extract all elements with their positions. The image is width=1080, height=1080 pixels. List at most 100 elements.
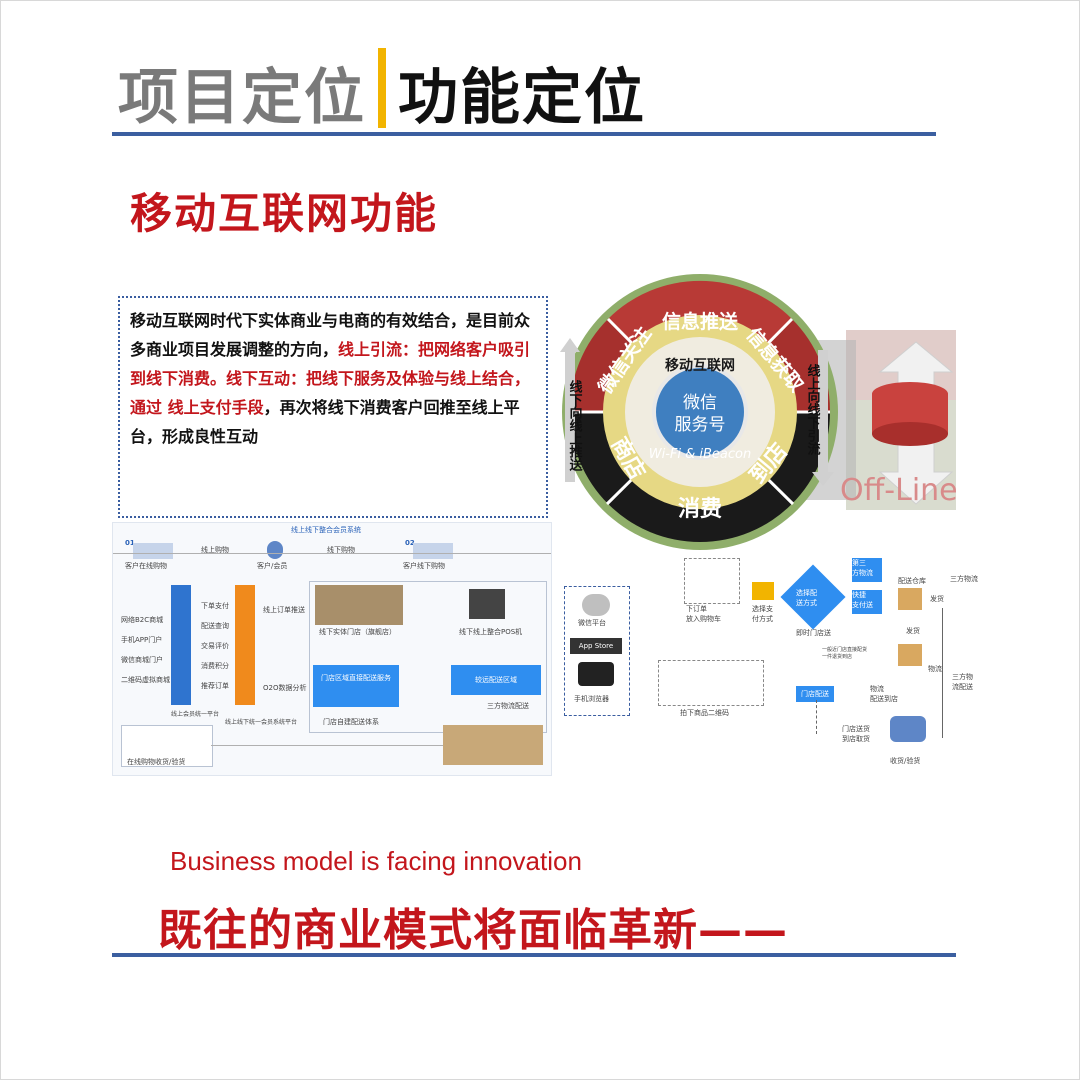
scan-label: 拍下商品二维码	[680, 709, 729, 717]
far-zone-box: 较远配送区域	[451, 665, 541, 695]
ship-label: 发货	[930, 595, 944, 603]
step-02: 02	[405, 539, 415, 547]
fast-pay-box: 快捷 支付送	[852, 590, 882, 614]
send-to-store-label: 物流 配送到店	[870, 685, 898, 703]
channel-app: 手机APP门户	[121, 636, 163, 644]
unified-member-platform-bar	[235, 585, 255, 705]
wechat-label: 微信平台	[578, 619, 606, 627]
store-caption: 线下实体门店（旗舰店）	[319, 628, 396, 636]
offline-buy-label: 线下购物	[327, 546, 355, 554]
left-arrow-label: 线下向线上推送	[567, 379, 584, 472]
right-arrow-icon	[812, 350, 834, 486]
description-highlight: 线上引流：把网络客户吸引到线下消费。线下互动：把线下服务及体验与线上结合，通过 …	[130, 340, 531, 417]
third-express-label: 三方物 流配送	[952, 673, 973, 691]
receive-label: 收货/验货	[890, 757, 921, 765]
ring-core-line1: 微信	[683, 393, 717, 413]
entry-channels-box	[564, 586, 630, 716]
store-panel	[309, 581, 547, 733]
pickup-label: 门店送货 到店取货	[842, 725, 870, 743]
title-function-positioning: 功能定位	[398, 63, 646, 133]
flow-connector	[113, 553, 551, 554]
description-text-end: ，再次将线下消费客户回推至线上平台，形成良性互动	[130, 398, 520, 446]
description-text: 移动互联网时代下实体商业与电商的有效结合，是目前众多商业项目发展调整的方向，	[130, 311, 531, 359]
op-points: 消费积分	[201, 662, 229, 670]
online-shopper-icon	[133, 543, 173, 559]
database-bottom-icon	[872, 422, 948, 446]
mobile-icon	[578, 662, 614, 686]
ring-label-push: 信息推送	[662, 310, 739, 333]
app-store-badge: App Store	[570, 638, 622, 654]
flow-connector	[211, 745, 443, 746]
ring-core	[652, 364, 748, 460]
instant-store-label: 即时门店送	[796, 629, 831, 637]
member-icon	[267, 541, 283, 559]
flow-connector	[942, 608, 943, 738]
receive-box	[121, 725, 213, 767]
op-online-push: 线上订单推送	[263, 606, 305, 614]
store-zone-box: 门店区域直接配送服务	[313, 665, 399, 707]
op-o2o-analysis: O2O数据分析	[263, 684, 307, 692]
channel-b2c: 网络B2C商城	[121, 616, 164, 624]
title-divider	[378, 48, 386, 128]
flow-diagram-right: 微信平台 App Store 手机浏览器 下订单 放入购物车 拍下商品二维码 选…	[560, 548, 980, 788]
customer-offline-label: 客户线下购物	[403, 562, 445, 570]
step-01: 01	[125, 539, 135, 547]
warehouse-label: 配送仓库	[898, 577, 926, 585]
section-subtitle: 移动互联网功能	[130, 189, 439, 238]
header-rule	[112, 132, 936, 136]
channel-wechat: 微信商城门户	[121, 656, 163, 664]
flow-diagram-left: 线上线下整合会员系统 01 客户在线购物 线上购物 客户/会员 线下购物 02 …	[112, 522, 552, 776]
channel-qr: 二维码虚拟商城	[121, 676, 170, 684]
third-party-label: 三方物流配送	[487, 702, 529, 710]
ring-middle-yellow	[603, 315, 797, 509]
op-recommend: 推荐订单	[201, 682, 229, 690]
store-delivery-box: 门店配送	[796, 686, 834, 702]
ring-middle-label: 移动互联网	[665, 357, 735, 374]
ship-label-2: 发货	[906, 627, 920, 635]
logistics-label: 物流	[928, 665, 942, 673]
flow-left-title: 线上线下整合会员系统	[291, 526, 361, 534]
offline-shopper-icon	[413, 543, 453, 559]
ring-core-line2: 服务号	[675, 415, 726, 435]
store-system-label: 门店自建配送体系	[323, 718, 379, 726]
delivery-choice-label: 选择配 送方式	[796, 589, 817, 607]
warehouse-icon	[898, 588, 922, 610]
flow-connector	[816, 700, 818, 734]
ring-label-consume: 消费	[678, 497, 722, 522]
op-order-pay: 下单支付	[201, 602, 229, 610]
order-label: 下订单 放入购物车	[686, 605, 721, 623]
cart-box	[684, 558, 740, 604]
pay-label: 选择支 付方式	[752, 605, 773, 623]
delivery-photo	[443, 725, 543, 765]
pos-icon	[469, 589, 505, 619]
pos-caption: 线下线上整合POS机	[459, 628, 523, 636]
mobile-label: 手机浏览器	[574, 695, 609, 703]
receiver-icon	[890, 716, 926, 742]
op-delivery-query: 配送查询	[201, 622, 229, 630]
pay-icon	[752, 582, 774, 600]
left-arrow-icon	[560, 338, 580, 482]
description-box: 移动互联网时代下实体商业与电商的有效结合，是目前众多商业项目发展调整的方向，线上…	[118, 296, 548, 518]
store-photo	[315, 585, 403, 625]
online-member-platform-label: 线上会员统一平台	[171, 711, 220, 718]
final-receive-label: 在线购物收货/验货	[127, 758, 186, 766]
wechat-icon	[582, 594, 610, 616]
customer-member-label: 客户/会员	[257, 562, 288, 570]
footer-rule	[112, 953, 956, 957]
right-arrow-label: 线上向线下引流	[805, 363, 821, 456]
parcel-icon	[898, 644, 922, 666]
op-review: 交易评价	[201, 642, 229, 650]
footer-english: Business model is facing innovation	[170, 846, 582, 876]
offline-label: Off-Line	[840, 473, 958, 508]
customer-online-label: 客户在线购物	[125, 562, 167, 570]
title-project-positioning: 项目定位	[118, 63, 366, 133]
qr-box	[658, 660, 764, 706]
third-delivery-label: 三方物流	[950, 575, 978, 583]
online-buy-label: 线上购物	[201, 546, 229, 554]
delivery-note: 一般近门店直接配货 一件退货到店	[822, 647, 868, 660]
o2o-ring-diagram: Off-Line 信息推送 信息获取 到店 消费 商店 微信关注 移动互联网 W…	[560, 274, 958, 550]
third-logistics-box: 第三 方物流	[852, 558, 882, 582]
ring-inner-bottom: Wi-Fi & iBeacon	[649, 447, 751, 462]
footer-chinese: 既往的商业模式将面临革新——	[158, 905, 788, 956]
unified-member-platform-label: 线上线下统一会员系统平台	[225, 719, 298, 726]
